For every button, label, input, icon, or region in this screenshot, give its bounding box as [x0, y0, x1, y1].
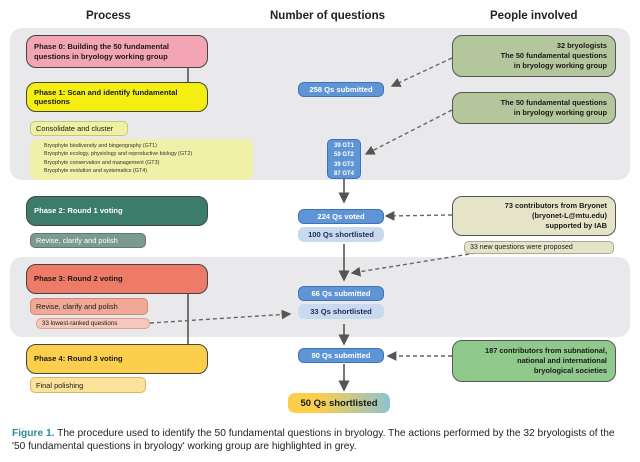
- header-questions: Number of questions: [270, 10, 386, 22]
- qs-submitted-90: 90 Qs submitted: [298, 348, 384, 363]
- final-50-shortlisted: 50 Qs shortlisted: [288, 393, 390, 413]
- dash-arrow-people1: [390, 57, 453, 87]
- phase0-box: Phase 0: Building the 50 fundamental que…: [26, 35, 208, 68]
- people-box-working-group: The 50 fundamental questions in bryology…: [452, 92, 616, 124]
- dash-arrow-people3: [384, 210, 453, 221]
- qs-submitted-66: 66 Qs submitted: [298, 286, 384, 301]
- gt-topic: Bryophyte biodiversity and biogeography …: [44, 143, 157, 149]
- revise2-tag: Revise, clarify and polish: [30, 298, 148, 315]
- final-polishing-tag: Final polishing: [30, 377, 146, 393]
- dash-arrow-lowest-ranked: [149, 309, 292, 324]
- people-line: in bryology working group: [513, 60, 607, 70]
- people-line: The 50 fundamental questions: [500, 98, 607, 108]
- people-line: national and international: [517, 356, 607, 365]
- dash-arrow-new-questions: [350, 252, 477, 277]
- gt-count: 39 GT1: [333, 143, 354, 149]
- gt-topics-panel: Bryophyte biodiversity and biogeography …: [30, 139, 253, 180]
- revise1-tag: Revise, clarify and polish: [30, 233, 146, 248]
- phase4-box: Phase 4: Round 3 voting: [26, 344, 208, 374]
- caption-text: The procedure used to identify the 50 fu…: [12, 428, 615, 453]
- phase3-box: Phase 3: Round 2 voting: [26, 264, 208, 294]
- figure-caption: Figure 1. The procedure used to identify…: [12, 427, 630, 454]
- caption-label: Figure 1.: [12, 428, 55, 439]
- people-box-187-contributors: 187 contributors from subnational, natio…: [452, 340, 616, 382]
- people-box-bryonet: 73 contributors from Bryonet (bryonet-L@…: [452, 196, 616, 236]
- qs-voted-224: 224 Qs voted: [298, 209, 384, 224]
- gt-count: 87 GT4: [333, 170, 354, 177]
- qs-submitted-258: 258 Qs submitted: [298, 82, 384, 97]
- header-people: People involved: [490, 10, 578, 22]
- people-box-32-bryologists: 32 bryologists The 50 fundamental questi…: [452, 35, 616, 77]
- gt-count: 39 GT3: [333, 161, 354, 168]
- dash-arrow-people2: [364, 109, 453, 155]
- people-line: bryological societies: [533, 365, 607, 375]
- gt-topic-list: Bryophyte biodiversity and biogeography …: [44, 142, 192, 176]
- gt-count: 59 GT2: [333, 152, 354, 159]
- gt-topic: Bryophyte conservation and management (G…: [44, 159, 160, 166]
- people-line: in bryology working group: [513, 108, 607, 117]
- lowest-ranked-tag: 33 lowest-ranked questions: [36, 318, 150, 329]
- qs-shortlisted-100: 100 Qs shortlisted: [298, 227, 384, 242]
- people-line: The 50 fundamental questions: [500, 51, 607, 60]
- gt-counts-box: 39 GT1 59 GT2 39 GT3 87 GT4: [327, 139, 361, 179]
- qs-shortlisted-33: 33 Qs shortlisted: [298, 304, 384, 319]
- phase1-box: Phase 1: Scan and identify fundamental q…: [26, 82, 208, 112]
- people-line: 73 contributors from Bryonet: [504, 201, 607, 211]
- people-line: 32 bryologists: [556, 41, 607, 51]
- header-process: Process: [86, 10, 131, 22]
- people-line: 187 contributors from subnational,: [485, 346, 607, 356]
- consolidate-tag: Consolidate and cluster: [30, 121, 128, 136]
- people-line: (bryonet-L@mtu.edu): [532, 211, 607, 220]
- new-questions-tag: 33 new questions were proposed: [464, 241, 614, 254]
- phase2-box: Phase 2: Round 1 voting: [26, 196, 208, 226]
- gt-topic: Bryophyte evolution and systematics (GT4…: [44, 168, 148, 175]
- gt-topic: Bryophyte ecology, physiology and reprod…: [44, 151, 193, 158]
- people-line: supported by IAB: [545, 220, 607, 230]
